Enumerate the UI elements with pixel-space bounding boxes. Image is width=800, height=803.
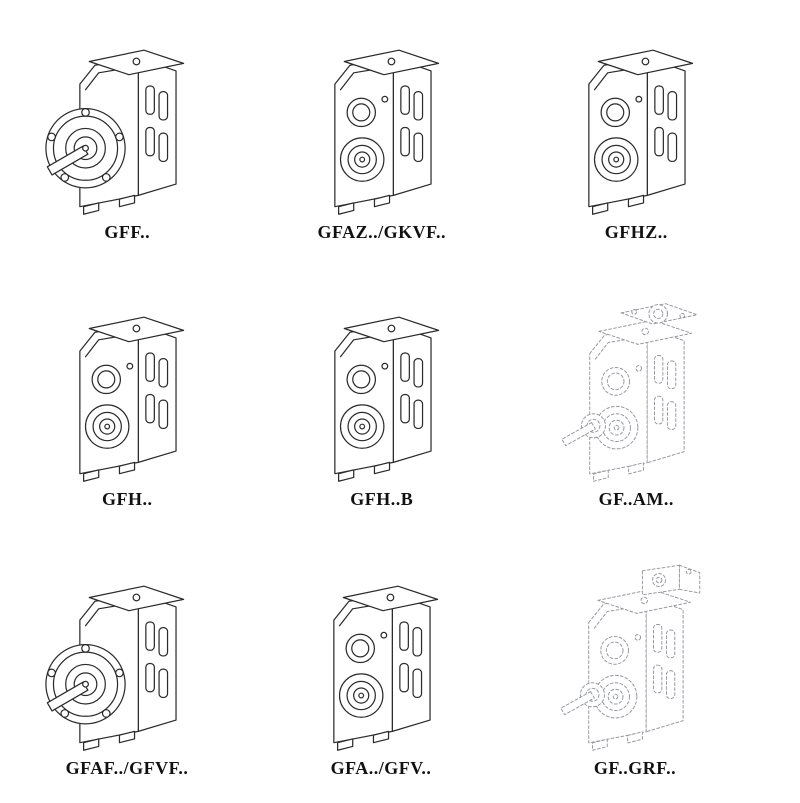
catalog-row-3: GFAF../GFVF.. GFA../GFV.. GF..GRF.. GF..… [0, 534, 800, 803]
catalog-cell: GF..GRF.. [548, 550, 722, 787]
gearbox-face-bores-drawing [333, 49, 439, 215]
gearbox-gear-unit-drawing [560, 564, 701, 751]
model-label: GFH.. [102, 489, 153, 509]
model-label: GFAZ../GKVF.. [317, 222, 446, 242]
model-label: GFH..B [350, 489, 414, 509]
catalog-cell: GF..AM.. [549, 283, 724, 518]
gearbox-flange-shaft-drawing [45, 49, 185, 215]
model-label: GF..GRF.. [593, 758, 677, 778]
catalog-cell: GFH.. [40, 283, 215, 518]
catalog-cell: GFF.. [40, 16, 215, 251]
gearbox-face-bores-drawing [333, 585, 439, 751]
catalog-cell: GFAF../GFVF.. [40, 550, 214, 787]
gearbox-face-bores-drawing [588, 49, 694, 215]
catalog-cell: GFAZ../GKVF.. [295, 16, 470, 251]
catalog-row-1: GFF.. GFAZ../GKVF.. GFHZ.. GFHF.. [0, 0, 800, 267]
catalog-cell: GFH..B [295, 283, 470, 518]
gearbox-flange-shaft-drawing [45, 585, 185, 751]
model-label: GFHZ.. [604, 222, 668, 242]
model-label: GFA../GFV.. [330, 758, 432, 778]
model-label: GFAF../GFVF.. [65, 758, 189, 778]
catalog-row-2: GFH.. GFH..B GF..AM.. GF..Y.. [0, 267, 800, 534]
catalog-cell: GFHZ.. [549, 16, 724, 251]
gearbox-top-flange-drawing [561, 303, 698, 482]
model-label: GF..AM.. [598, 489, 674, 509]
gearbox-face-bores-drawing [79, 316, 185, 482]
gearbox-face-bores-drawing [333, 316, 439, 482]
model-label: GFF.. [104, 222, 151, 242]
catalog-cell: GFA../GFV.. [294, 550, 468, 787]
